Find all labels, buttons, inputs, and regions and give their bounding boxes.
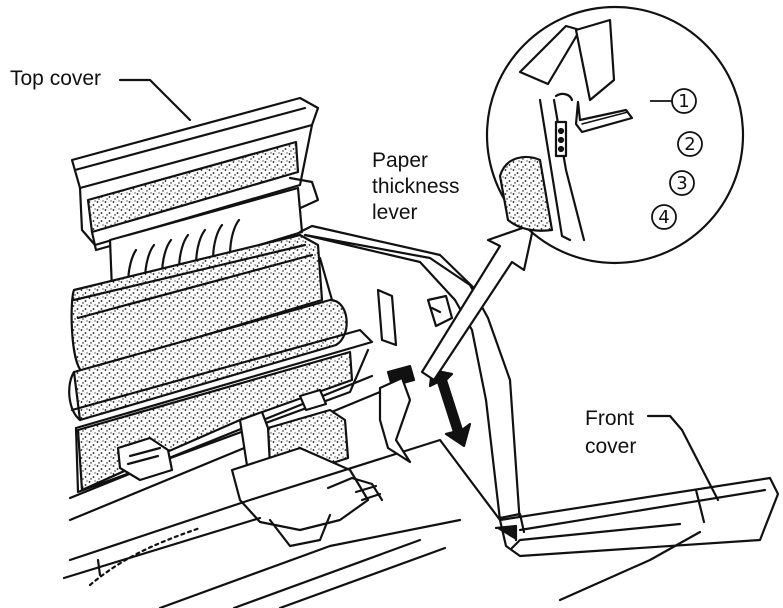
position-number: 1 — [678, 91, 689, 112]
top-cover-label: Top cover — [10, 67, 102, 90]
output-tray — [62, 438, 502, 608]
front-cover-label-line1: Front — [585, 407, 635, 430]
rear-roller — [70, 233, 324, 374]
paper-guide-clip — [116, 436, 174, 482]
front-cover — [494, 476, 780, 602]
paper-thickness-label-line1: Paper — [372, 149, 429, 172]
double-arrow — [428, 368, 472, 448]
paper-thickness-label-line2: thickness — [372, 175, 460, 198]
position-number: 4 — [658, 207, 669, 228]
platen — [68, 298, 374, 494]
callout-circle — [485, 5, 745, 265]
print-head — [230, 388, 384, 548]
position-markers — [650, 88, 703, 230]
paper-thickness-label-line3: lever — [372, 201, 418, 224]
position-number: 3 — [676, 173, 687, 194]
top-cover-leader — [118, 78, 192, 122]
front-cover-label-line2: cover — [585, 435, 637, 458]
front-cover-leader — [646, 414, 720, 502]
position-number: 2 — [684, 134, 695, 155]
paper-thickness-lever — [378, 364, 416, 464]
top-cover — [70, 96, 320, 252]
callout-arrow — [420, 222, 536, 382]
